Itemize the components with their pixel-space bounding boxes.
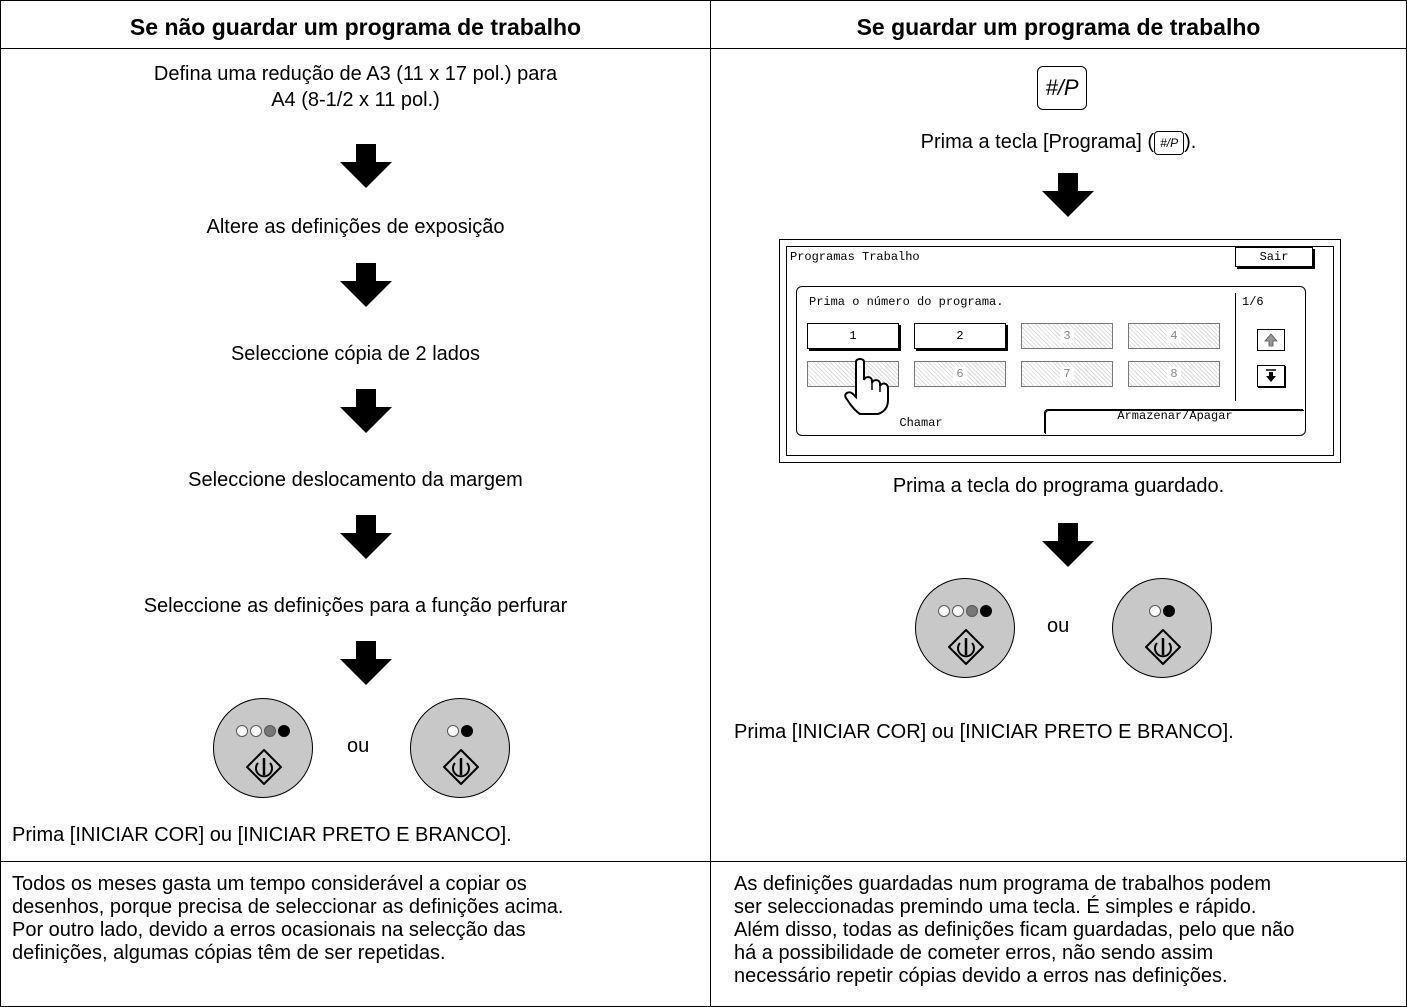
left-step-5: Seleccione as definições para a função p… — [143, 595, 568, 617]
column-divider — [710, 1, 711, 1006]
left-step-2: Altere as definições de exposição — [206, 216, 505, 238]
color-dots-icon — [214, 725, 312, 737]
program-key-small-icon: #/P — [1154, 130, 1185, 155]
bw-dots-icon — [411, 725, 509, 737]
page-down-button[interactable] — [1257, 365, 1285, 387]
right-step-1-end: ). — [1184, 131, 1197, 153]
pointing-hand-icon — [844, 358, 889, 415]
program-button-2[interactable]: 2 — [914, 323, 1006, 349]
program-button-8-label: 8 — [1167, 367, 1181, 381]
program-button-6[interactable]: 6 — [914, 361, 1006, 387]
left-summary: Todos os meses gasta um tempo consideráv… — [12, 873, 563, 965]
program-key-icon: #/P — [1037, 66, 1087, 110]
program-button-7-label: 7 — [1060, 367, 1074, 381]
color-dots-icon — [916, 605, 1014, 617]
left-summary-line: desenhos, porque precisa de seleccionar … — [12, 896, 564, 918]
right-step-2: Prima a tecla do programa guardado. — [892, 475, 1225, 497]
program-button-4[interactable]: 4 — [1128, 323, 1220, 349]
left-step-3: Seleccione cópia de 2 lados — [230, 343, 481, 365]
down-arrow-icon — [340, 263, 392, 307]
right-summary-line: ser seleccionadas premindo uma tecla. É … — [734, 896, 1257, 918]
header-left: Se não guardar um programa de trabalho — [129, 14, 582, 40]
down-arrow-icon — [340, 641, 392, 685]
program-button-6-label: 6 — [953, 367, 967, 381]
left-summary-line: definições, algumas cópias têm de ser re… — [12, 942, 446, 964]
bw-dots-icon — [1113, 605, 1211, 617]
right-summary-line: necessário repetir cópias devido a erros… — [734, 965, 1228, 987]
left-step-4: Seleccione deslocamento da margem — [188, 469, 523, 491]
left-start-caption: Prima [INICIAR COR] ou [INICIAR PRETO E … — [12, 824, 512, 846]
down-arrow-icon — [340, 389, 392, 433]
program-button-4-label: 4 — [1167, 329, 1181, 343]
panel-divider — [1235, 293, 1236, 401]
down-arrow-icon — [340, 515, 392, 559]
arrow-down-icon — [1266, 369, 1276, 382]
start-diamond-icon — [1145, 629, 1181, 665]
left-step-1-line1: Defina uma redução de A3 (11 x 17 pol.) … — [153, 63, 558, 85]
screen-frame — [786, 246, 1334, 456]
right-step-1: Prima a tecla [Programa] (#/P). — [711, 129, 1406, 155]
screen-title: Programas Trabalho — [790, 250, 920, 264]
tab-call[interactable]: Chamar — [899, 416, 943, 430]
program-button-8[interactable]: 8 — [1128, 361, 1220, 387]
header-divider — [1, 48, 1406, 49]
bw-start-button-right[interactable] — [1112, 578, 1212, 678]
or-label: ou — [347, 735, 370, 757]
right-summary-line: há a possibilidade de cometer erros, não… — [734, 942, 1214, 964]
start-diamond-icon — [443, 749, 479, 785]
program-button-7[interactable]: 7 — [1021, 361, 1113, 387]
program-prompt: Prima o número do programa. — [809, 295, 1004, 309]
summary-divider — [1, 861, 1406, 862]
left-step-1-line2: A4 (8-1/2 x 11 pol.) — [271, 89, 440, 111]
exit-button[interactable]: Sair — [1235, 247, 1313, 267]
right-summary: As definições guardadas num programa de … — [734, 873, 1294, 988]
program-button-1[interactable]: 1 — [807, 323, 899, 349]
right-summary-line: As definições guardadas num programa de … — [734, 873, 1271, 895]
bw-start-button[interactable] — [410, 698, 510, 798]
start-diamond-icon — [948, 629, 984, 665]
right-step-1-text: Prima a tecla [Programa] ( — [920, 131, 1155, 153]
program-button-3-label: 3 — [1060, 329, 1074, 343]
page-indicator: 1/6 — [1242, 295, 1264, 309]
down-arrow-icon — [1042, 523, 1094, 567]
color-start-button-right[interactable] — [915, 578, 1015, 678]
arrow-up-icon — [1264, 333, 1278, 347]
start-diamond-icon — [246, 749, 282, 785]
down-arrow-icon — [1042, 173, 1094, 217]
header-right: Se guardar um programa de trabalho — [856, 14, 1261, 40]
right-start-caption: Prima [INICIAR COR] ou [INICIAR PRETO E … — [734, 721, 1234, 743]
left-summary-line: Por outro lado, devido a erros ocasionai… — [12, 919, 526, 941]
or-label-right: ou — [1047, 615, 1070, 637]
color-start-button[interactable] — [213, 698, 313, 798]
page-up-button[interactable] — [1257, 329, 1285, 351]
program-panel: Prima o número do programa. 1/6 1 2 3 4 … — [796, 286, 1306, 436]
right-summary-line: Além disso, todas as definições ficam gu… — [734, 919, 1295, 941]
left-step-1: Defina uma redução de A3 (11 x 17 pol.) … — [1, 61, 710, 113]
left-summary-line: Todos os meses gasta um tempo consideráv… — [12, 873, 527, 895]
job-programs-screen: Programas Trabalho Sair Prima o número d… — [779, 239, 1341, 463]
program-button-3[interactable]: 3 — [1021, 323, 1113, 349]
down-arrow-icon — [340, 144, 392, 188]
tab-store-delete[interactable]: Armazenar/Apagar — [1045, 410, 1304, 434]
